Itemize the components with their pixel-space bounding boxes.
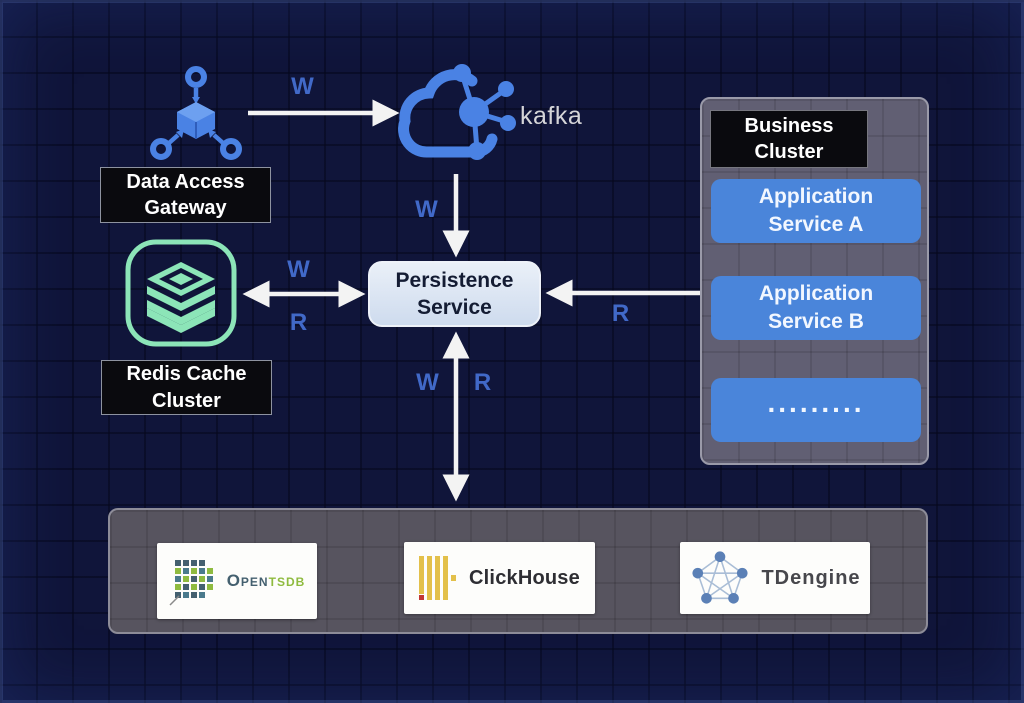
- data-access-gateway-label-line2: Gateway: [144, 197, 227, 219]
- kafka-label: kafka: [520, 102, 583, 130]
- more-services-dots: .........: [767, 386, 865, 418]
- persistence-service-line2: Service: [417, 296, 492, 319]
- tdengine-label: TDengine: [761, 566, 861, 589]
- service-a-line2: Service A: [768, 213, 864, 236]
- redis-label-line2: Cluster: [152, 389, 221, 412]
- edge-label-business-read: R: [611, 300, 631, 327]
- service-b-line1: Application: [758, 282, 874, 306]
- storage-engines-panel: Opentsdb ClickHouse: [108, 508, 928, 634]
- business-cluster-title-line1: Business: [744, 114, 834, 137]
- data-access-gateway-label-line1: Data Access: [126, 170, 245, 193]
- service-b-line2: Service B: [768, 310, 864, 333]
- opentsdb-logo-card: Opentsdb: [157, 543, 317, 619]
- opentsdb-icon: [169, 560, 213, 606]
- tdengine-logo-card: TDengine: [680, 542, 870, 614]
- kafka-icon: [398, 64, 516, 160]
- persistence-service-node: Persistence Service: [368, 261, 541, 327]
- clickhouse-label: ClickHouse: [469, 566, 580, 589]
- opentsdb-label-tsdb: tsdb: [268, 571, 306, 590]
- application-service-b-node: Application Service B: [711, 276, 921, 340]
- service-a-line1: Application: [758, 185, 874, 209]
- edge-label-redis-write: W: [287, 256, 311, 283]
- persistence-service-line1: Persistence: [395, 268, 514, 292]
- redis-cache-cluster-label: Redis Cache Cluster: [101, 360, 272, 415]
- application-service-a-node: Application Service A: [711, 179, 921, 243]
- tdengine-icon: [692, 551, 748, 604]
- opentsdb-label-open: Open: [226, 571, 269, 590]
- edge-label-kafka-persistence-w: W: [415, 196, 439, 223]
- redis-label-line1: Redis Cache: [126, 363, 247, 386]
- business-cluster-title-line2: Cluster: [754, 141, 824, 163]
- redis-cache-icon: [125, 239, 237, 347]
- business-cluster-panel: Business Cluster Application Service A A…: [700, 97, 929, 465]
- data-access-gateway-icon: [150, 66, 242, 160]
- business-cluster-title: Business Cluster: [710, 110, 868, 168]
- edge-label-storage-write: W: [416, 369, 440, 396]
- opentsdb-label: Opentsdb: [227, 571, 306, 591]
- clickhouse-icon: [419, 556, 457, 600]
- data-access-gateway-label: Data Access Gateway: [100, 167, 271, 223]
- more-services-node: .........: [711, 378, 921, 442]
- edge-label-gateway-kafka-w: W: [291, 73, 315, 100]
- edge-label-redis-read: R: [289, 309, 309, 336]
- edge-label-storage-read: R: [473, 369, 493, 396]
- clickhouse-logo-card: ClickHouse: [404, 542, 595, 614]
